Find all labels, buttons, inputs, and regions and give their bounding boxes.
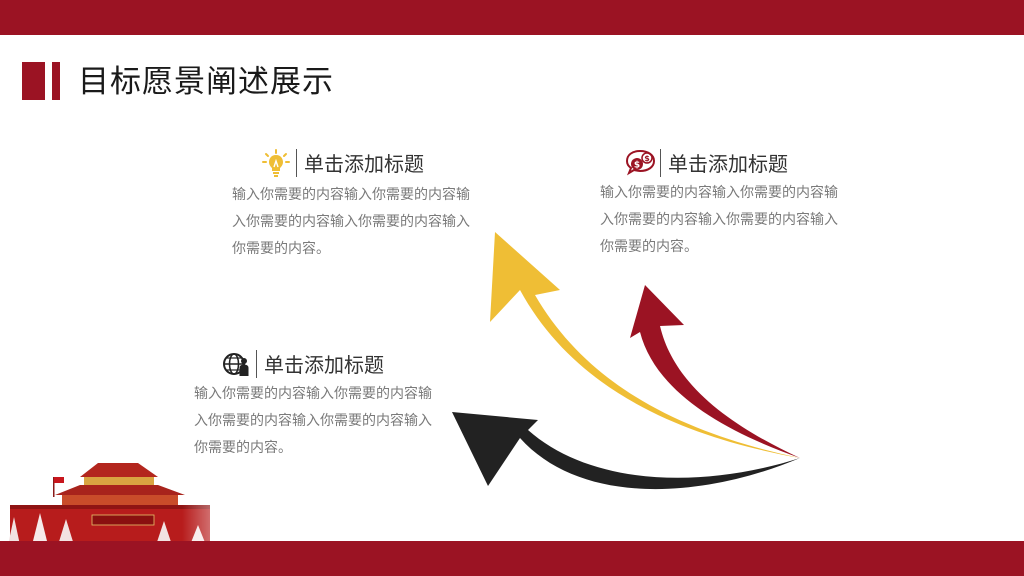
block-3-text[interactable]: 输入你需要的内容输入你需要的内容输入你需要的内容输入你需要的内容输入你需要的内容… — [194, 386, 432, 456]
black-arrow — [452, 412, 800, 490]
title-accent-bar — [52, 62, 60, 100]
svg-text:$: $ — [644, 154, 650, 163]
lightbulb-icon — [262, 148, 290, 177]
globe-person-icon — [222, 350, 250, 378]
bottom-banner — [0, 541, 1024, 576]
header-divider — [660, 148, 661, 177]
header-divider — [256, 349, 257, 378]
svg-text:$: $ — [634, 160, 640, 170]
block-1-text[interactable]: 输入你需要的内容输入你需要的内容输入你需要的内容输入你需要的内容输入你需要的内容… — [232, 187, 470, 257]
red-arrow — [630, 285, 800, 458]
block-3-header: 单击添加标题 — [222, 349, 384, 378]
block-2-text[interactable]: 输入你需要的内容输入你需要的内容输入你需要的内容输入你需要的内容输入你需要的内容… — [600, 185, 838, 255]
block-3-title[interactable]: 单击添加标题 — [264, 353, 384, 377]
curved-arrows-graphic — [452, 232, 800, 490]
top-banner — [0, 0, 1024, 35]
page-title: 目标愿景阐述展示 — [78, 64, 334, 100]
block-1-title[interactable]: 单击添加标题 — [304, 152, 424, 176]
block-2-title[interactable]: 单击添加标题 — [668, 152, 788, 176]
block-2-header: $ $ 单击添加标题 — [625, 148, 788, 177]
block-1-header: 单击添加标题 — [262, 148, 424, 177]
money-chat-icon: $ $ — [625, 149, 656, 177]
header-divider — [296, 148, 297, 177]
gate-tower-illustration — [0, 455, 260, 545]
title-accent-block — [22, 62, 45, 100]
